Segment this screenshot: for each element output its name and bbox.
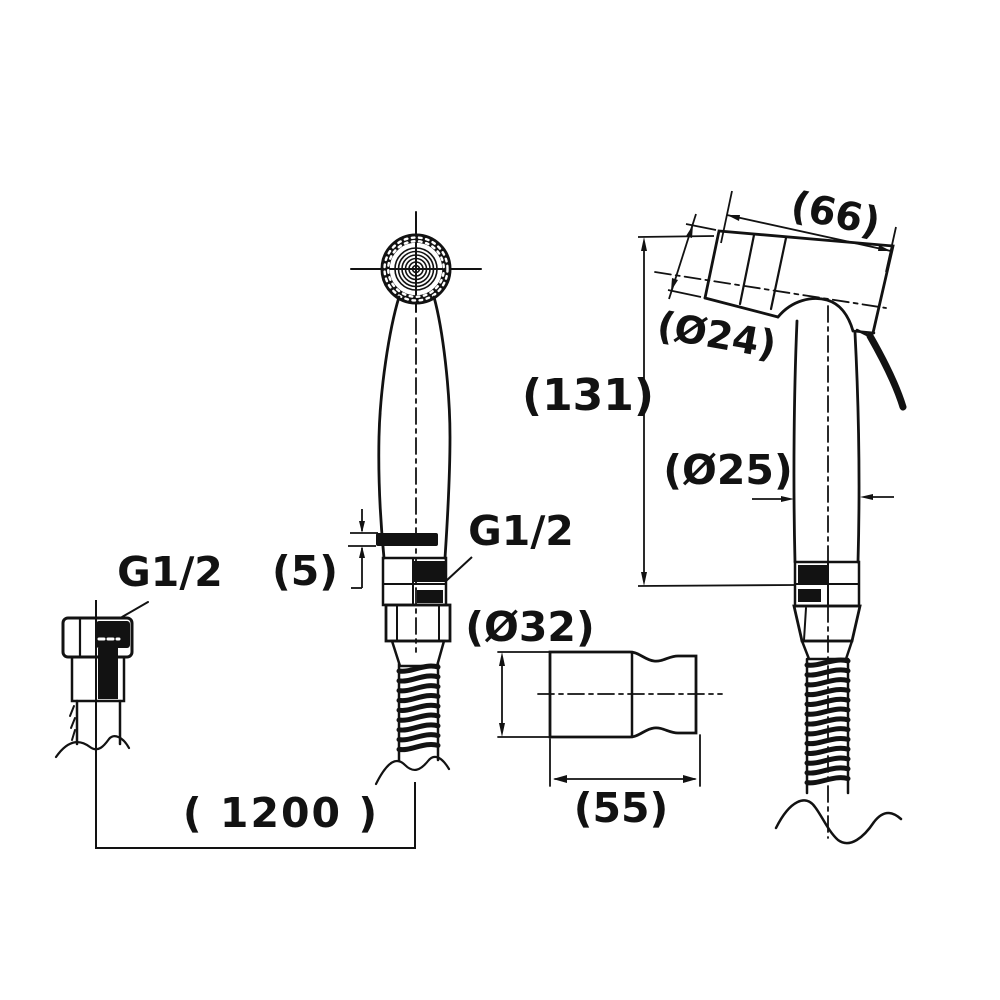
leader-line (445, 556, 473, 582)
side-handle-right-edge (853, 331, 861, 564)
dimension-bracket-diameter: (Ø32) (465, 603, 595, 738)
side-view (654, 229, 907, 845)
trigger-lever (866, 332, 907, 411)
hose-fitting: G1/2 (54, 548, 223, 759)
hose-coil-band (804, 765, 851, 776)
hose-coil-band (396, 712, 441, 723)
bracket-outline (548, 650, 698, 739)
head-axis-centerline (654, 271, 887, 309)
dimension-hose-length: ( 1200 ) (95, 600, 416, 849)
hose-coil-band (804, 716, 851, 727)
hose-coil-band (396, 702, 441, 713)
hose-coil-band (804, 745, 851, 756)
hose-coil-band (396, 722, 441, 733)
hose-coil-front (396, 662, 441, 762)
side-thread-connector (793, 560, 861, 608)
front-view (350, 211, 482, 786)
hose-coil-band (804, 657, 851, 668)
handle-diameter-label: (Ø25) (663, 446, 792, 494)
hose-coil-side (804, 657, 851, 795)
hose-coil-band (396, 663, 441, 674)
side-hose-break-line (774, 799, 903, 845)
handle-thread-callout: G1/2 (445, 507, 574, 582)
hose-coil-band (396, 693, 441, 704)
hose-nut (384, 603, 452, 668)
dimension-bracket-length: (55) (549, 734, 701, 832)
wall-bracket: (Ø32) (55) (465, 603, 723, 832)
hose-length-label: ( 1200 ) (183, 789, 379, 837)
hose-coil-band (804, 687, 851, 698)
hose-coil-band (804, 775, 851, 786)
dimension-tab-height: (5) (272, 509, 378, 595)
hose-coil-band (804, 736, 851, 747)
hose-coil-band (804, 726, 851, 737)
leader-line (121, 601, 149, 618)
bracket-length-label: (55) (574, 784, 669, 832)
dimension-handle-diameter: (Ø25) (663, 446, 894, 502)
bore-section-fill (98, 648, 118, 699)
dimension-overall-height: (131) (522, 235, 796, 587)
hose-coil-band (396, 673, 441, 684)
hose-coil-band (396, 742, 441, 753)
dimension-head-length: (66) (720, 183, 897, 273)
head-length-label: (66) (787, 183, 884, 246)
hose-coil-band (804, 677, 851, 688)
tab-height-label: (5) (272, 547, 338, 595)
hose-coil-band (804, 706, 851, 717)
fitting-body (70, 655, 126, 703)
side-hose-nut (792, 604, 862, 661)
hose-coil-band (804, 667, 851, 678)
hose-coil-band (396, 732, 441, 743)
handle-thread-label: G1/2 (468, 507, 574, 555)
overall-height-label: (131) (522, 370, 654, 421)
control-tab (376, 533, 438, 546)
hose-coil-band (804, 755, 851, 766)
hose-coil-band (804, 696, 851, 707)
hose-coil-band (396, 683, 441, 694)
handle-body-right-edge (432, 295, 452, 560)
hose-break-line (374, 755, 451, 786)
fitting-break-line (54, 735, 131, 759)
thread-connector (381, 556, 448, 607)
bracket-diameter-label: (Ø32) (465, 603, 594, 651)
spray-face (380, 233, 452, 305)
fitting-thread-label: G1/2 (117, 548, 223, 596)
handle-body-left-edge (377, 295, 401, 560)
side-handle-left-edge (792, 319, 799, 564)
nut-section-fill (96, 621, 130, 648)
neck-dome (776, 297, 855, 333)
